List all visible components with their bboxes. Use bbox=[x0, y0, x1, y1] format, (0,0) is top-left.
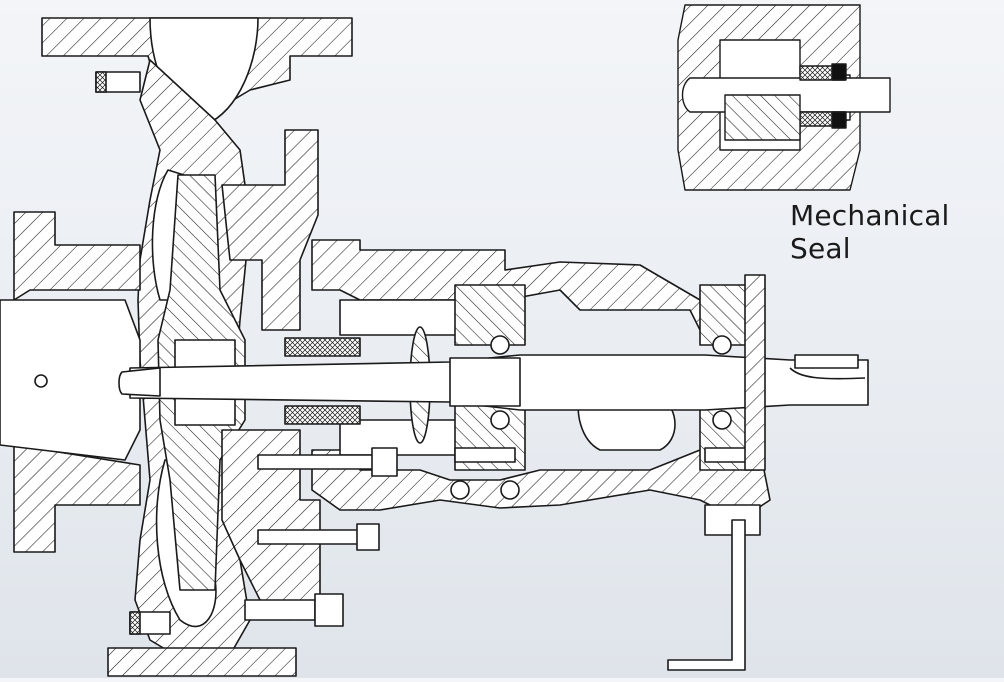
suction-flange bbox=[13, 211, 141, 301]
bearing-frame-lower bbox=[311, 449, 771, 521]
inboard-bearing-housing bbox=[454, 284, 526, 346]
mechanical-seal-label: Mechanical Seal bbox=[790, 199, 950, 265]
outboard-bearing-cover bbox=[744, 274, 766, 471]
packing-rings bbox=[284, 337, 361, 425]
suction-flange-lower bbox=[13, 444, 141, 553]
seal-detail-face-lower bbox=[831, 111, 847, 129]
pump-assembly bbox=[0, 17, 869, 677]
seal-detail-face-upper bbox=[831, 63, 847, 81]
support-foot bbox=[667, 519, 746, 671]
casing-bolts bbox=[244, 447, 761, 627]
mechanical-seal-detail bbox=[677, 4, 891, 191]
drain-plugs bbox=[95, 71, 171, 635]
seal-chamber-upper bbox=[339, 299, 471, 336]
ball-bearings bbox=[490, 335, 732, 430]
seal-chamber-lower bbox=[339, 419, 471, 456]
casing-cover bbox=[221, 129, 319, 331]
impeller-nut bbox=[118, 367, 161, 397]
seal-detail-gland bbox=[724, 94, 801, 141]
lube-port bbox=[450, 480, 470, 500]
shaft-sleeve bbox=[449, 357, 521, 407]
shaft-end-step bbox=[789, 367, 866, 380]
casing-foot bbox=[107, 647, 297, 677]
suction-port-circle bbox=[34, 374, 48, 388]
coupling-key bbox=[794, 354, 859, 369]
oil-port bbox=[500, 480, 520, 500]
suction-nozzle bbox=[0, 299, 141, 461]
